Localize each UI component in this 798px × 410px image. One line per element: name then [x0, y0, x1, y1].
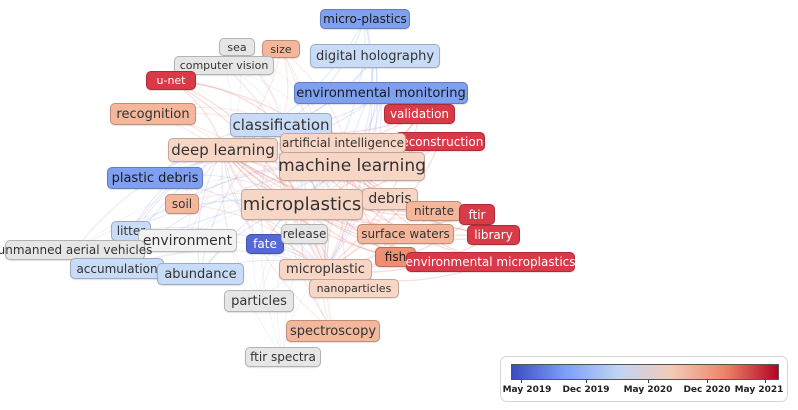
- link-line: [325, 92, 382, 270]
- link-line: [282, 166, 353, 358]
- link-line: [197, 149, 224, 275]
- keyword-release[interactable]: release: [281, 224, 328, 244]
- legend-label-may-2021: May 2021: [734, 385, 784, 395]
- keyword-microplastic[interactable]: microplastic: [279, 259, 372, 280]
- keyword-soil[interactable]: soil: [165, 194, 199, 214]
- keyword-u-net[interactable]: u-net: [146, 71, 196, 90]
- keyword-microplastics[interactable]: microplastics: [241, 189, 363, 220]
- keyword-environmental-monitoring[interactable]: environmental monitoring: [294, 82, 468, 104]
- keyword-computer-vision[interactable]: computer vision: [174, 56, 274, 75]
- legend-label-may-2019: May 2019: [502, 385, 552, 395]
- legend-tick: [586, 379, 587, 383]
- link-line: [181, 203, 326, 270]
- link-line: [325, 141, 441, 271]
- keyword-library[interactable]: library: [467, 225, 520, 245]
- keyword-nanoparticles[interactable]: nanoparticles: [309, 279, 399, 298]
- link-line: [220, 149, 260, 302]
- link-line: [325, 166, 353, 332]
- keyword-artificial-intelligence[interactable]: artificial intelligence: [280, 133, 406, 153]
- keyword-plastic-debris[interactable]: plastic debris: [107, 167, 203, 189]
- keyword-size[interactable]: size: [262, 40, 300, 58]
- keyword-nitrate[interactable]: nitrate: [406, 201, 462, 221]
- legend-label-dec-2020: Dec 2020: [683, 385, 731, 395]
- keyword-spectroscopy[interactable]: spectroscopy: [286, 320, 380, 342]
- legend-tick: [521, 379, 522, 383]
- legend-label-dec-2019: Dec 2019: [562, 385, 610, 395]
- keyword-sea[interactable]: sea: [219, 38, 255, 56]
- keyword-accumulation[interactable]: accumulation: [70, 258, 164, 279]
- color-legend: May 2019 Dec 2019 May 2020 Dec 2020 May …: [500, 356, 788, 402]
- keyword-particles[interactable]: particles: [224, 290, 294, 312]
- keyword-ftir[interactable]: ftir: [459, 204, 495, 225]
- link-line: [260, 124, 282, 245]
- legend-tick: [765, 379, 766, 383]
- keyword-machine-learning[interactable]: machine learning: [278, 152, 426, 181]
- keyword-surface-waters[interactable]: surface waters: [357, 224, 454, 244]
- keyword-recognition[interactable]: recognition: [110, 103, 196, 125]
- keyword-fate[interactable]: fate: [246, 234, 284, 254]
- keyword-debris[interactable]: debris: [362, 188, 418, 210]
- keyword-reconstruction[interactable]: reconstruction: [395, 132, 485, 151]
- link-line: [278, 124, 306, 235]
- keyword-environment[interactable]: environment: [138, 229, 237, 252]
- legend-tick: [648, 379, 649, 383]
- link-line: [221, 149, 284, 358]
- keyword-digital-holography[interactable]: digital holography: [310, 44, 440, 68]
- keyword-fish[interactable]: fish: [375, 247, 416, 267]
- keyword-ftir-spectra[interactable]: ftir spectra: [245, 347, 321, 367]
- keyword-environmental-microplastics[interactable]: environmental microplastics: [406, 252, 576, 272]
- legend-tick: [707, 379, 708, 383]
- legend-gradient-bar: [511, 364, 779, 380]
- legend-label-may-2020: May 2020: [623, 385, 673, 395]
- keyword-micro-plastics[interactable]: micro-plastics: [320, 9, 410, 29]
- keyword-deep-learning[interactable]: deep learning: [168, 138, 278, 162]
- keyword-unmanned-aerial-vehicles[interactable]: unmanned aerial vehicles: [0, 240, 152, 260]
- keyword-abundance[interactable]: abundance: [157, 263, 244, 285]
- keyword-validation[interactable]: validation: [384, 104, 455, 124]
- link-line: [276, 204, 303, 358]
